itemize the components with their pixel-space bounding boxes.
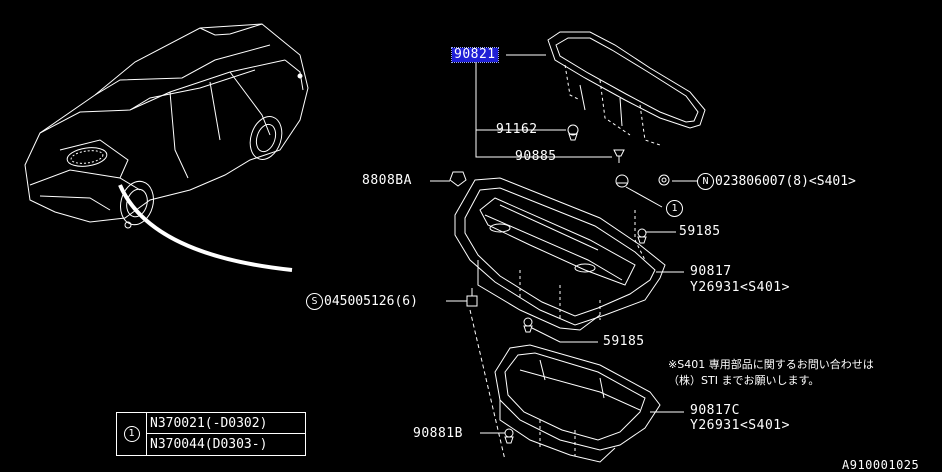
s-circle-marker: S [306,293,323,310]
part-90817c-shape [494,344,661,463]
callout-s-part[interactable]: S 045005126(6) [306,293,418,310]
clip-1 [615,174,629,188]
legend-row-2[interactable]: N370044(D0303-) [150,437,268,452]
s-part-number: 045005126(6) [324,294,418,309]
n-part-number: 023806007(8)<S401> [715,174,856,189]
part-label-90817[interactable]: 90817 [690,264,732,279]
part-label-90817c-alt[interactable]: Y26931<S401> [690,418,790,433]
fastener-90881b [504,428,514,444]
nut-023806007 [658,174,670,186]
part-label-59185-upper[interactable]: 59185 [679,224,721,239]
leader-arc [118,184,293,272]
fastener-8808ba [449,171,467,187]
part-label-90817c[interactable]: 90817C [690,403,740,418]
part-label-8808ba[interactable]: 8808BA [362,173,412,188]
fastener-59185-upper [637,228,647,244]
part-90817-shape [454,177,666,331]
legend-row-1[interactable]: N370021(-D0302) [147,413,305,434]
part-label-90885[interactable]: 90885 [515,149,557,164]
callout-n-part[interactable]: N 023806007(8)<S401> [697,173,856,190]
legend-circle-marker: 1 [123,426,140,442]
part-label-90817-alt[interactable]: Y26931<S401> [690,280,790,295]
part-label-90821[interactable]: 90821 [451,47,499,63]
note-line-2: （株）STI までお願いします。 [668,374,820,387]
fastener-045005126 [466,288,478,307]
fastener-59185-lower [523,317,533,333]
part-label-90881b[interactable]: 90881B [413,426,463,441]
fastener-91162 [567,124,579,141]
note-line-1: ※S401 専用部品に関するお問い合わせは [668,358,874,371]
n-circle-marker: N [697,173,714,190]
legend-mark-cell: 1 [117,413,147,455]
vehicle-outline [24,23,309,229]
fastener-90885 [613,149,625,163]
part-label-59185-lower[interactable]: 59185 [603,334,645,349]
reference-mark-1: 1 [666,200,683,217]
part-90821-shape [547,31,706,146]
legend-table: 1 N370021(-D0302) N370044(D0303-) [116,412,306,456]
part-label-91162[interactable]: 91162 [496,122,538,137]
figure-id: A910001025 [842,458,920,472]
